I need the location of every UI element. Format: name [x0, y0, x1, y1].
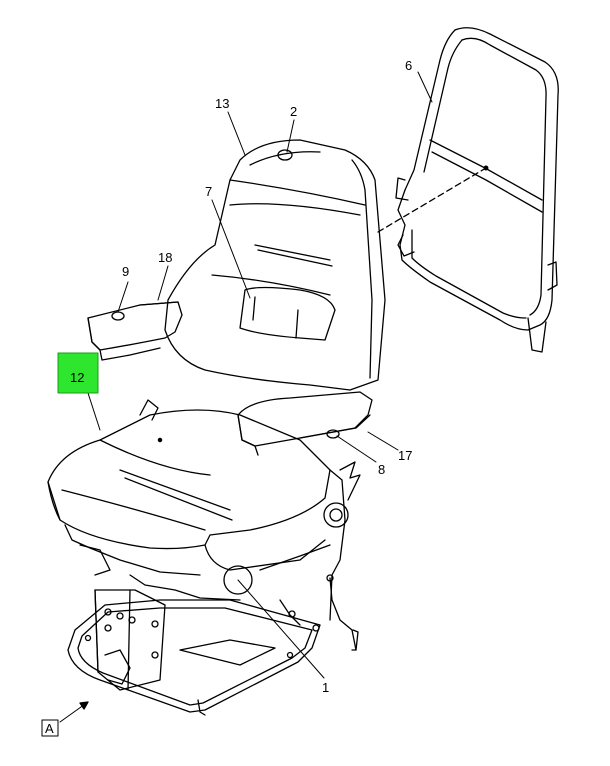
- alignment-line: [377, 167, 487, 233]
- callout-9: 9: [122, 264, 129, 279]
- callout-8: 8: [378, 462, 385, 477]
- base-plate: [67, 589, 359, 716]
- callouts: 13 2 6 7 9 18 17 8 1 12: [57, 58, 412, 695]
- callout-6: 6: [405, 58, 412, 73]
- leader-lines: [87, 71, 433, 679]
- rear-frame: [395, 27, 559, 353]
- armrest-right: [237, 391, 373, 456]
- callout-17: 17: [398, 448, 412, 463]
- view-label: A: [45, 721, 54, 736]
- callout-12-highlight: 12: [57, 352, 99, 394]
- seat-back: [164, 139, 386, 391]
- view-indicator: A: [41, 701, 89, 737]
- callout-7: 7: [205, 184, 212, 199]
- seat-base-mechanism: [64, 461, 361, 651]
- arrow-icon: [79, 701, 89, 710]
- callout-13: 13: [215, 96, 229, 111]
- armrest-left: [87, 301, 183, 361]
- callout-1: 1: [322, 680, 329, 695]
- callout-2: 2: [290, 104, 297, 119]
- seat-cushion: [47, 399, 331, 571]
- callout-12: 12: [70, 370, 84, 385]
- callout-18: 18: [158, 250, 172, 265]
